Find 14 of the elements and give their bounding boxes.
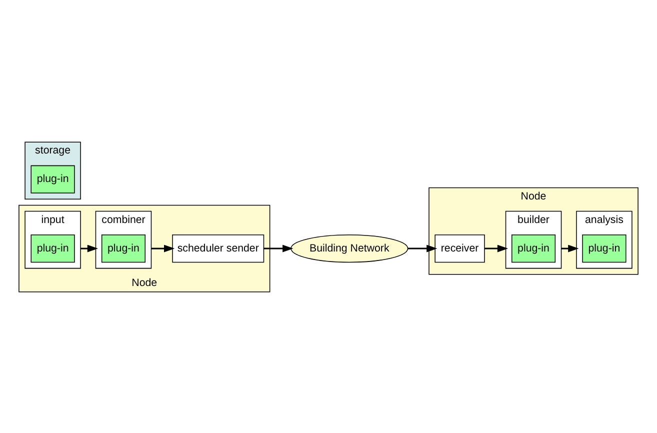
node-box: plug-in [101, 234, 146, 262]
arrow [151, 244, 175, 252]
node-box: plug-in [30, 164, 75, 193]
node-box: plug-in [30, 234, 75, 262]
arrow [264, 244, 294, 252]
node-box: plug-in [582, 234, 626, 262]
arrow [561, 244, 579, 252]
node-box: plug-in [511, 234, 556, 262]
arrow [484, 244, 508, 252]
node-ellipse: Building Network [290, 234, 408, 262]
node-box: receiver [434, 234, 485, 262]
node-box: scheduler sender [172, 234, 264, 262]
arrow [80, 244, 98, 252]
arrow [408, 244, 438, 252]
